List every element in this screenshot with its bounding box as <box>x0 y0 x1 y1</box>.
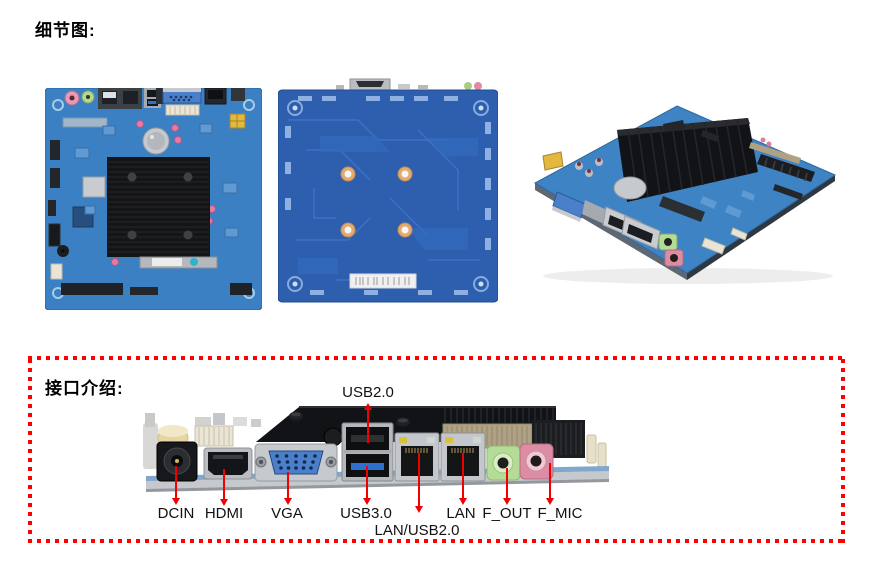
motherboard-angled-view-image <box>533 105 837 284</box>
interface-section-title: 接口介绍: <box>45 379 124 398</box>
rear-io-row <box>64 88 246 129</box>
coin-battery <box>613 176 647 200</box>
port-label-f-out: F_OUT <box>482 505 532 522</box>
port-label-hdmi: HDMI <box>204 505 244 522</box>
pin-headers <box>48 140 252 295</box>
details-section-title: 细节图: <box>35 21 96 40</box>
rear-io-ports <box>542 151 684 267</box>
port-label-lan: LAN <box>446 505 476 522</box>
port-label-f-mic: F_MIC <box>537 505 583 522</box>
port-label-usb3: USB3.0 <box>340 505 392 522</box>
dc-jack <box>156 425 234 482</box>
motherboard-back-view-image <box>278 78 498 303</box>
port-label-usb2: USB2.0 <box>342 384 394 401</box>
background-components <box>143 413 261 469</box>
label-sticker <box>349 273 417 289</box>
capacitors <box>575 137 772 177</box>
io-panel-image <box>143 406 609 492</box>
small-components <box>659 190 755 255</box>
motherboard-front-view-image <box>45 88 262 310</box>
small-components <box>74 123 239 238</box>
port-label-dcin: DCIN <box>157 505 195 522</box>
audio-out-jack <box>486 445 521 481</box>
pcb-patches <box>298 136 478 274</box>
port-label-vga: VGA <box>271 505 303 522</box>
pin-headers <box>663 120 815 200</box>
top-edge-connectors <box>336 78 482 91</box>
mounting-holes <box>287 100 489 292</box>
board-edge-right <box>687 175 835 280</box>
coin-battery <box>142 127 170 155</box>
mpcie-slot <box>62 117 108 128</box>
hdmi-port <box>203 447 253 480</box>
audio-mic-jack <box>519 443 554 480</box>
port-label-lan-usb2: LAN/USB2.0 <box>374 522 460 539</box>
heatsink <box>107 157 210 257</box>
sodimm-slot <box>139 256 218 269</box>
solder-pads <box>285 96 491 295</box>
lan-usb2-port <box>394 432 440 482</box>
sim-slot <box>82 176 106 198</box>
vga-port <box>254 443 338 482</box>
capacitor <box>323 427 343 447</box>
